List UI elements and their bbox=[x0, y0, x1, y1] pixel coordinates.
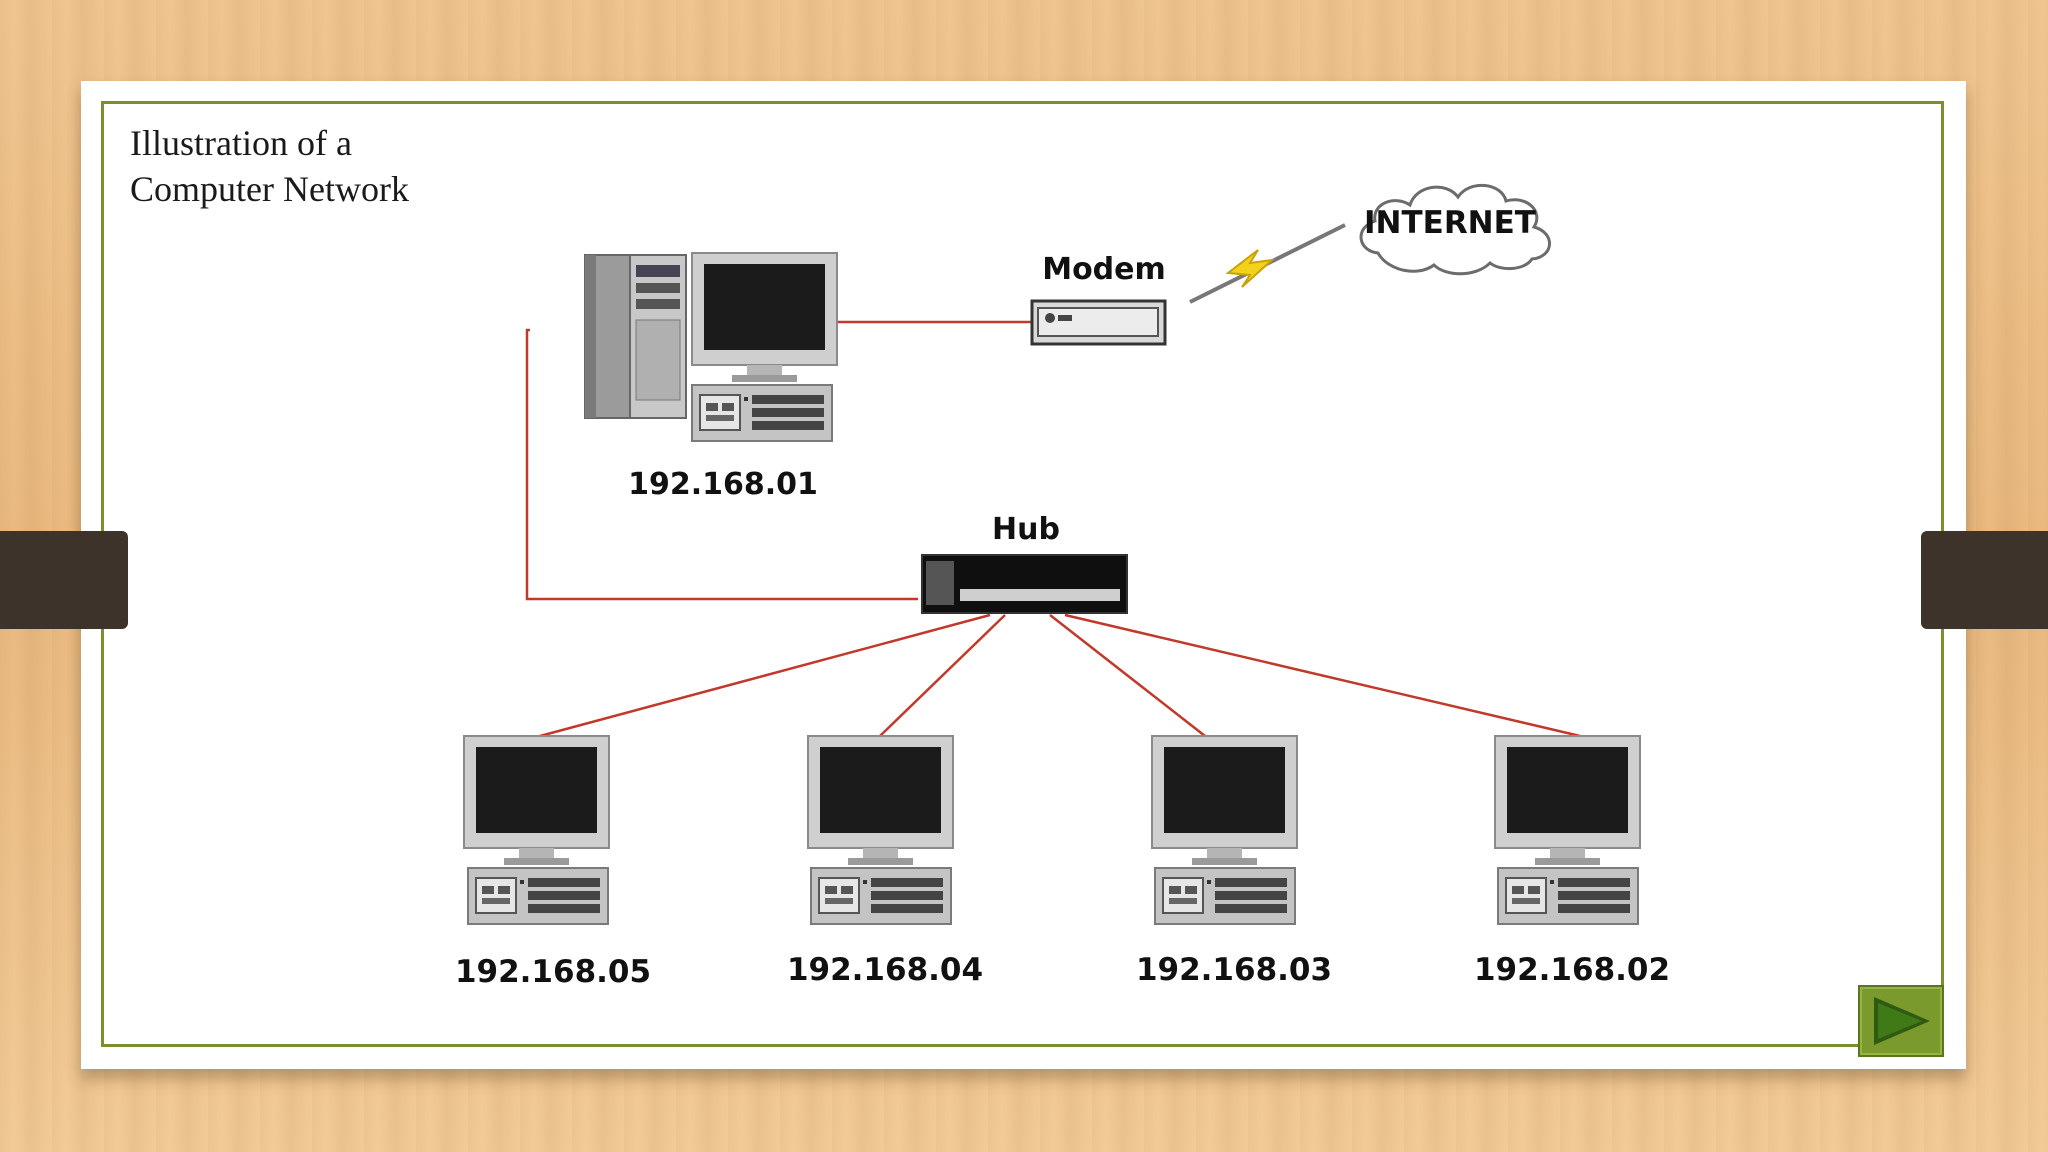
modem-icon bbox=[1030, 299, 1167, 346]
slide-title-line-2: Computer Network bbox=[130, 169, 409, 209]
play-icon bbox=[1874, 997, 1930, 1045]
client-computer-04-icon bbox=[807, 735, 954, 925]
lightning-icon bbox=[1225, 249, 1276, 288]
client-computer-05-icon bbox=[463, 735, 610, 925]
connection-lines bbox=[525, 320, 1581, 738]
hub-client-05-link bbox=[539, 613, 991, 738]
client-computer-03-icon bbox=[1151, 735, 1298, 925]
client-ip-label-03: 192.168.03 bbox=[1136, 952, 1332, 988]
modem-label: Modem bbox=[1042, 252, 1166, 287]
left-tab-decoration bbox=[0, 531, 128, 629]
right-tab-decoration bbox=[1921, 531, 2048, 629]
client-ip-label-04: 192.168.04 bbox=[787, 952, 983, 988]
hub-icon bbox=[921, 554, 1128, 614]
hub-client-04-link bbox=[879, 614, 1006, 737]
next-slide-button[interactable] bbox=[1858, 985, 1944, 1057]
hub-client-02-link bbox=[1064, 613, 1581, 738]
client-ip-label-02: 192.168.02 bbox=[1474, 952, 1670, 988]
server-computer-icon bbox=[584, 252, 838, 442]
client-ip-label-05: 192.168.05 bbox=[455, 954, 651, 990]
server-hub-link bbox=[525, 328, 918, 601]
client-computer-02-icon bbox=[1494, 735, 1641, 925]
slide-title-line-1: Illustration of a bbox=[130, 123, 352, 163]
internet-label: INTERNET bbox=[1364, 205, 1536, 241]
server-ip-label: 192.168.01 bbox=[628, 467, 818, 502]
cloud-icon bbox=[1359, 183, 1551, 276]
hub-label: Hub bbox=[992, 512, 1060, 547]
hub-client-03-link bbox=[1049, 614, 1206, 737]
network-diagram: INTERNET Modem 192.168.01 Hub 192.168.05… bbox=[455, 183, 1670, 990]
slide-title: Illustration of a Computer Network bbox=[130, 120, 460, 212]
